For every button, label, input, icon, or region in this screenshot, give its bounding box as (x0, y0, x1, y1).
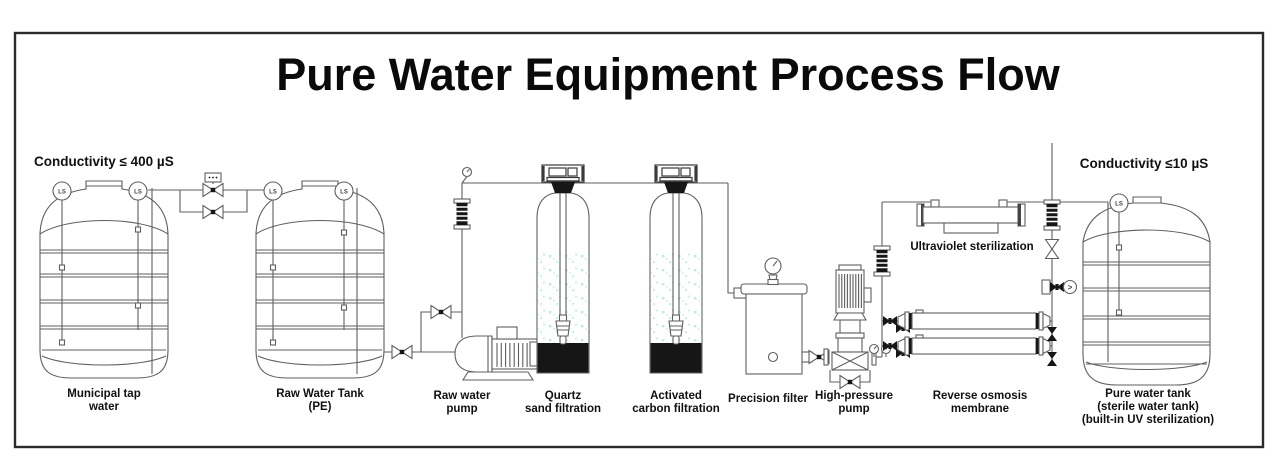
pressure-gauge-icon (868, 343, 880, 355)
pump-casing (454, 335, 493, 373)
carbon-filter-label: Activated (650, 390, 702, 402)
uv-outlet-nub (998, 199, 1008, 208)
pure-water-tank-label: Pure water tank (1105, 388, 1191, 400)
sensor-node (1115, 309, 1123, 316)
sensor-node (58, 264, 66, 271)
pure-water-tank: LS Pure water tank (sterile water tank) … (1082, 193, 1214, 426)
flow-indicator-glyph: > (1068, 283, 1073, 292)
pipe-down-to-precision (727, 183, 734, 294)
flange (823, 348, 829, 366)
inlet-conductivity-label: Conductivity ≤ 400 µS (34, 154, 174, 169)
level-switch-tag: LS (1115, 201, 1123, 207)
fitting-body (1041, 279, 1051, 295)
flow-indicator-icon (1062, 279, 1078, 295)
pure-water-tank-label: (sterile water tank) (1097, 401, 1199, 413)
carbon-filter-label: carbon filtration (632, 403, 720, 415)
municipal-tank-label: Municipal tap (67, 388, 140, 400)
municipal-tank-label: water (88, 401, 120, 413)
motor-terminal-box (496, 326, 518, 340)
precision-filter-label: Precision filter (728, 393, 808, 405)
raw-water-tank: LS LS Raw Water Tank (PE) (255, 180, 385, 413)
reverse-osmosis-membranes: Reverse osmosis membrane (873, 245, 1057, 415)
sensor-node (134, 226, 142, 233)
level-switch-tag: LS (340, 189, 348, 195)
outlet-line-fittings: > (1041, 199, 1078, 295)
sensor-node (1115, 244, 1123, 251)
sensor-node (340, 229, 348, 236)
uv-bracket (943, 222, 999, 234)
filter-lid (740, 283, 808, 295)
raw-water-pump-label: Raw water (434, 390, 491, 402)
level-switch-tag: LS (58, 189, 66, 195)
high-pressure-pump-label: pump (838, 403, 869, 415)
sensor-node (340, 304, 348, 311)
raw-water-pump-label: pump (446, 403, 477, 415)
ro-membrane-label: Reverse osmosis (933, 390, 1028, 402)
uv-body (922, 206, 1020, 224)
uv-inlet-nub (930, 199, 940, 208)
drain-port (767, 351, 779, 363)
outlet-conductivity-label: Conductivity ≤10 µS (1080, 156, 1208, 171)
sensor-node (134, 302, 142, 309)
raw-water-tank-label: (PE) (309, 401, 332, 413)
ro-vessel (897, 334, 1051, 356)
pure-water-tank-label: (built-in UV sterilization) (1082, 414, 1214, 426)
uv-sterilizer: Ultraviolet sterilization (910, 199, 1034, 253)
pressure-gauge-icon (461, 166, 473, 178)
level-switch-tag: LS (134, 189, 142, 195)
quartz-filter-label: sand filtration (525, 403, 601, 415)
page-title: Pure Water Equipment Process Flow (276, 49, 1060, 100)
filter-housing (745, 293, 803, 375)
activated-carbon-filter: Activated carbon filtration (632, 164, 720, 415)
sensor-node (269, 339, 277, 346)
sensor-node (269, 264, 277, 271)
raw-water-tank-label: Raw Water Tank (276, 388, 364, 400)
raw-water-pump: Raw water pump (391, 166, 539, 415)
tank-body (39, 180, 169, 379)
level-switch-tag: LS (269, 189, 277, 195)
quartz-filter-label: Quartz (545, 390, 582, 402)
ro-membrane-label: membrane (951, 403, 1009, 415)
high-pressure-pump: High-pressure pump (815, 264, 893, 415)
precision-filter: Precision filter (728, 257, 830, 405)
pump-base (462, 371, 534, 381)
sensor-node (58, 339, 66, 346)
tank-body (255, 180, 385, 379)
quartz-sand-filter: Quartz sand filtration (525, 164, 601, 415)
uv-sterilizer-label: Ultraviolet sterilization (910, 241, 1033, 253)
inter-tank-valves (202, 172, 224, 220)
ro-vessel (897, 309, 1051, 331)
municipal-tank: LS LS Municipal tap water (39, 180, 169, 413)
high-pressure-pump-label: High-pressure (815, 390, 893, 402)
